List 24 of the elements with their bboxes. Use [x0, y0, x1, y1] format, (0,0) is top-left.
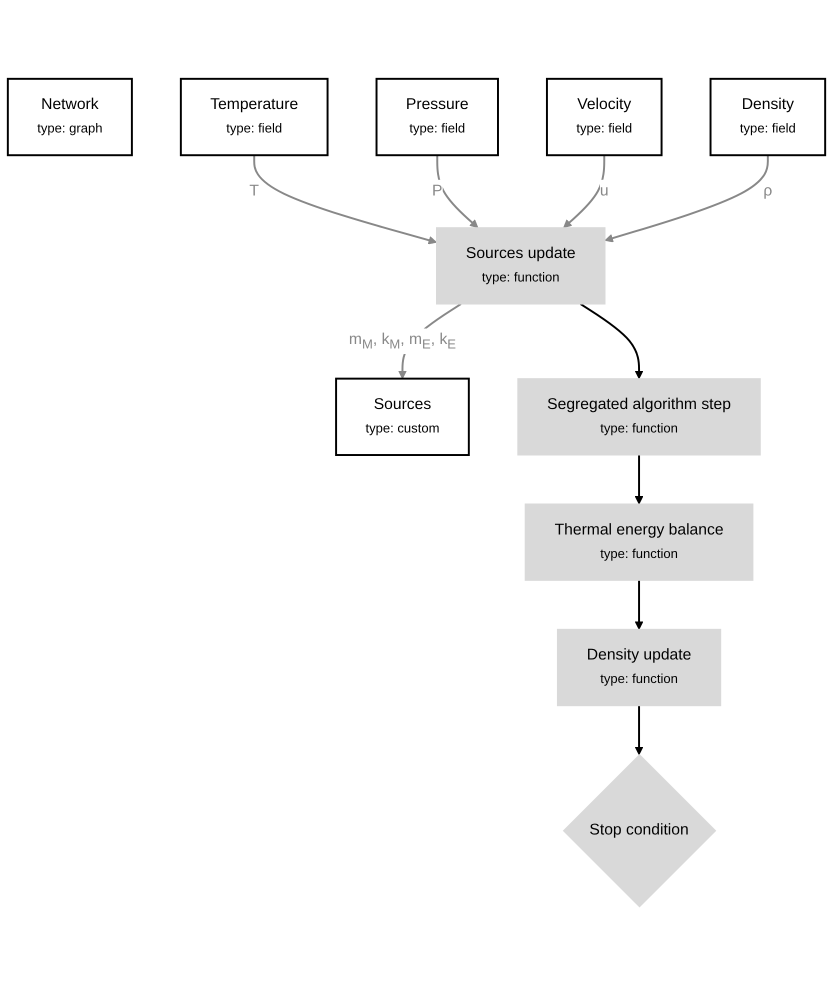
node-box: Sources type: custom: [335, 377, 470, 456]
arrow: [634, 580, 644, 630]
arrow: [253, 154, 437, 244]
arrow: [436, 154, 478, 228]
edge-label: T: [249, 182, 259, 199]
arrow: [563, 154, 606, 228]
edge-label: ρ: [763, 182, 772, 199]
arrow: [604, 154, 769, 242]
node-box: Segregated algorithm step type: function: [517, 378, 761, 456]
node-box: Thermal energy balance type: function: [524, 503, 754, 580]
arrow: [580, 302, 644, 379]
node-box: Sources update type: function: [436, 226, 606, 304]
node-box: Temperature type: field: [180, 78, 329, 156]
node-box: Network type: graph: [6, 78, 133, 156]
node-diamond: Stop condition: [562, 754, 716, 908]
node-box: Velocity type: field: [546, 78, 663, 156]
node-box: Pressure type: field: [376, 78, 499, 156]
node-box: Density type: field: [710, 78, 826, 156]
node-box: Density update type: function: [556, 628, 722, 706]
arrow: [634, 454, 644, 504]
edge-label: m$_{M}$, k$_{M}$, m$_{E}$, k$_{E}$: [348, 331, 456, 351]
edge-label: P: [432, 182, 442, 199]
edge-label: u: [600, 182, 609, 199]
arrow: [634, 705, 644, 755]
